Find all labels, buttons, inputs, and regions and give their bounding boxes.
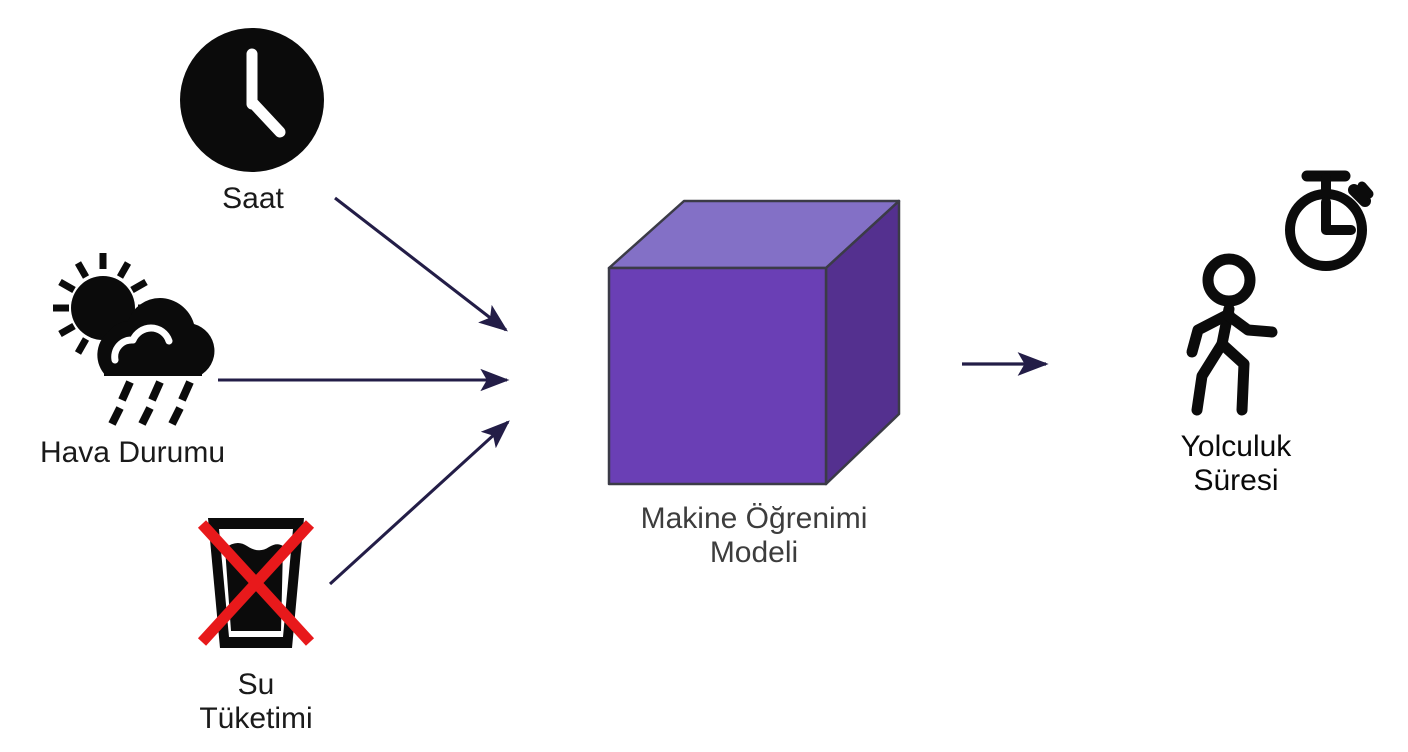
- input-label-weather: Hava Durumu: [39, 436, 226, 469]
- output-label: Yolculuk Süresi: [1180, 430, 1292, 497]
- stopwatch-icon: [1285, 170, 1374, 271]
- walking-person-icon: [1186, 253, 1278, 416]
- arrow-water-to-model: [328, 420, 510, 586]
- purple-cube-icon: [607, 199, 901, 486]
- crossed-water-glass-icon: [197, 518, 315, 648]
- input-label-clock: Saat: [222, 182, 284, 215]
- output-node-person: [1182, 252, 1294, 418]
- input-node-weather: [48, 248, 248, 426]
- model-label: Makine Öğrenimi Modeli: [640, 502, 868, 569]
- model-node: [604, 196, 904, 488]
- input-node-clock: [178, 28, 328, 174]
- arrow-clock-to-model: [334, 196, 508, 332]
- input-node-water: [196, 512, 316, 654]
- output-node-stopwatch: [1278, 168, 1380, 272]
- sun-cloud-rain-icon: [53, 253, 215, 426]
- clock-icon: [180, 28, 324, 172]
- input-label-water: Su Tüketimi: [199, 668, 313, 735]
